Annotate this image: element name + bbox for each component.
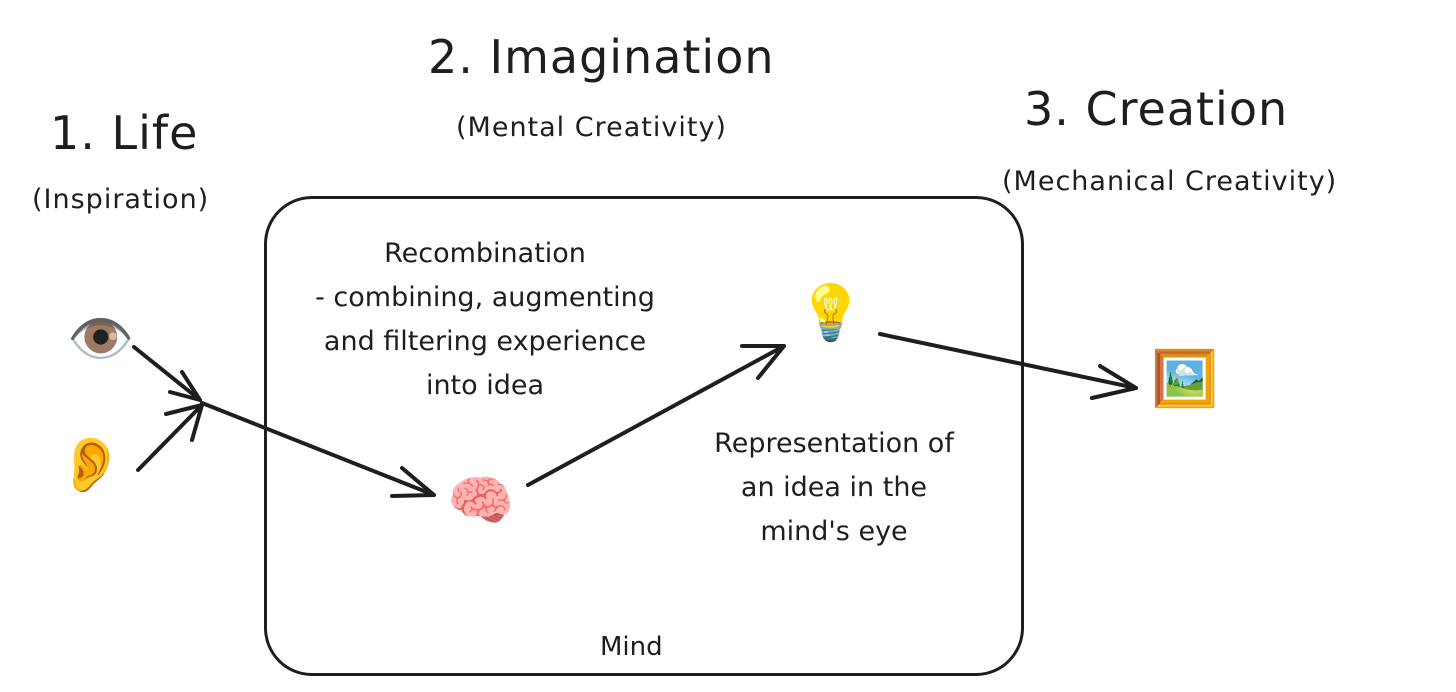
recombination-title: Recombination: [384, 238, 586, 269]
stage-imagination-subtitle: (Mental Creativity): [456, 112, 727, 143]
idea-to-creation-arrow: [878, 332, 1138, 400]
framed-picture-icon: 🖼️: [1151, 347, 1219, 410]
recombination-line-1: - combining, augmenting: [315, 282, 655, 313]
stage-creation-title: 3. Creation: [1024, 82, 1289, 136]
stage-imagination-title: 2. Imagination: [428, 30, 775, 84]
brain-to-idea-arrow: [526, 344, 786, 487]
representation-note: Representation of an idea in the mind's …: [664, 422, 1004, 554]
mind-label: Mind: [600, 632, 663, 662]
eye-icon: 👁️: [67, 307, 135, 370]
representation-line-2: an idea in the: [740, 472, 928, 503]
experience-to-brain-arrow: [200, 401, 436, 498]
representation-line-3: mind's eye: [760, 516, 908, 547]
brain-icon: 🧠: [447, 469, 515, 532]
ear-arrow: [136, 403, 204, 472]
recombination-line-3: into idea: [425, 370, 545, 401]
stage-life-subtitle: (Inspiration): [32, 184, 210, 215]
lightbulb-icon: 💡: [797, 281, 865, 344]
ear-icon: 👂: [57, 433, 125, 496]
eye-arrow: [132, 345, 202, 402]
representation-line-1: Representation of: [714, 428, 954, 459]
stage-creation-subtitle: (Mechanical Creativity): [1002, 166, 1338, 197]
recombination-note: Recombination - combining, augmenting an…: [270, 232, 700, 408]
mind-box: [264, 196, 1024, 676]
stage-life-title: 1. Life: [50, 106, 199, 160]
recombination-line-2: and filtering experience: [323, 326, 647, 357]
